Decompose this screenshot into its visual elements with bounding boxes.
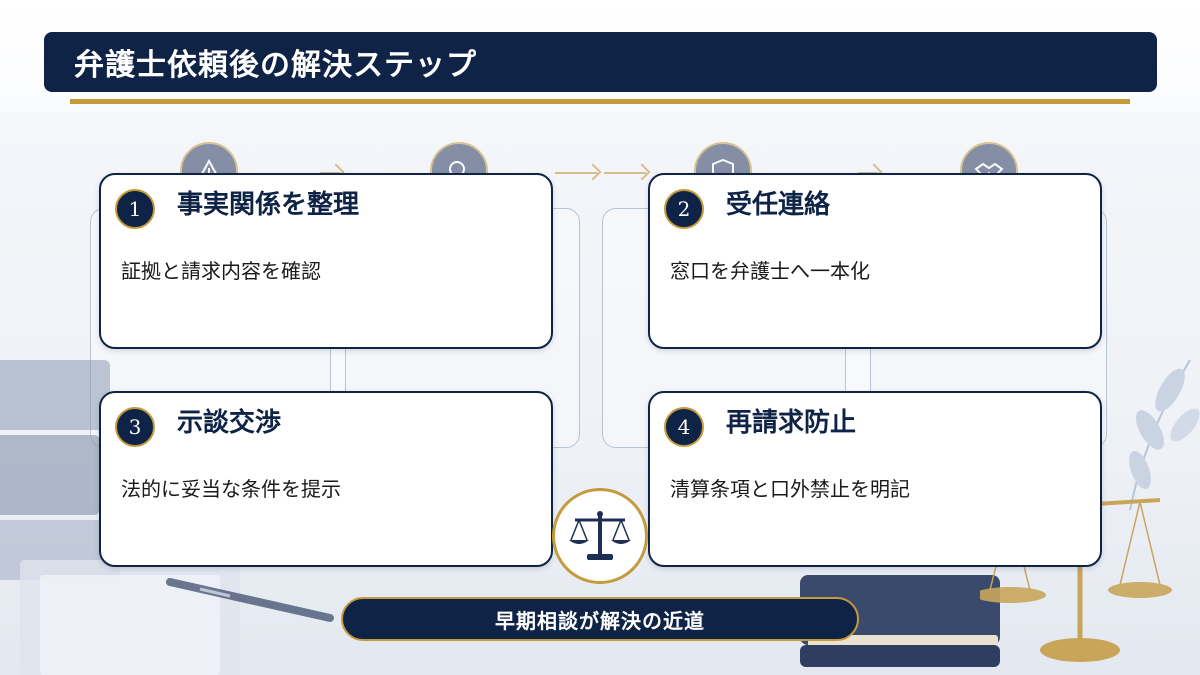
step-title: 再請求防止 xyxy=(726,408,857,438)
step-description: 窓口を弁護士へ一本化 xyxy=(670,259,870,283)
step-title: 事実関係を整理 xyxy=(177,190,360,220)
step-description: 清算条項と口外禁止を明記 xyxy=(670,477,910,501)
scale-badge xyxy=(552,488,648,584)
step-description: 法的に妥当な条件を提示 xyxy=(121,477,341,501)
step-title: 示談交渉 xyxy=(177,408,282,438)
step-card-2: 2 受任連絡 窓口を弁護士へ一本化 xyxy=(648,173,1102,349)
arrow-right-icon xyxy=(555,172,597,174)
step-title: 受任連絡 xyxy=(726,190,831,220)
ghost-box xyxy=(845,345,871,393)
arrow-right-icon xyxy=(604,172,646,174)
step-number-badge: 4 xyxy=(664,407,704,447)
header-bar: 弁護士依頼後の解決ステップ xyxy=(44,32,1157,92)
step-number-badge: 3 xyxy=(115,407,155,447)
leaves-illustration xyxy=(1129,359,1200,510)
footer-text: 早期相談が解決の近道 xyxy=(495,608,705,633)
page-title: 弁護士依頼後の解決ステップ xyxy=(74,48,477,83)
footer-callout: 早期相談が解決の近道 xyxy=(341,597,859,641)
pen-illustration xyxy=(166,578,334,622)
books-illustration xyxy=(0,360,240,675)
ghost-box xyxy=(330,345,346,393)
step-card-3: 3 示談交渉 法的に妥当な条件を提示 xyxy=(99,391,553,567)
step-card-4: 4 再請求防止 清算条項と口外禁止を明記 xyxy=(648,391,1102,567)
step-number-badge: 2 xyxy=(664,189,704,229)
step-number-badge: 1 xyxy=(115,189,155,229)
scale-icon xyxy=(569,511,631,560)
step-description: 証拠と請求内容を確認 xyxy=(121,259,321,283)
step-card-1: 1 事実関係を整理 証拠と請求内容を確認 xyxy=(99,173,553,349)
header-divider xyxy=(70,99,1130,104)
